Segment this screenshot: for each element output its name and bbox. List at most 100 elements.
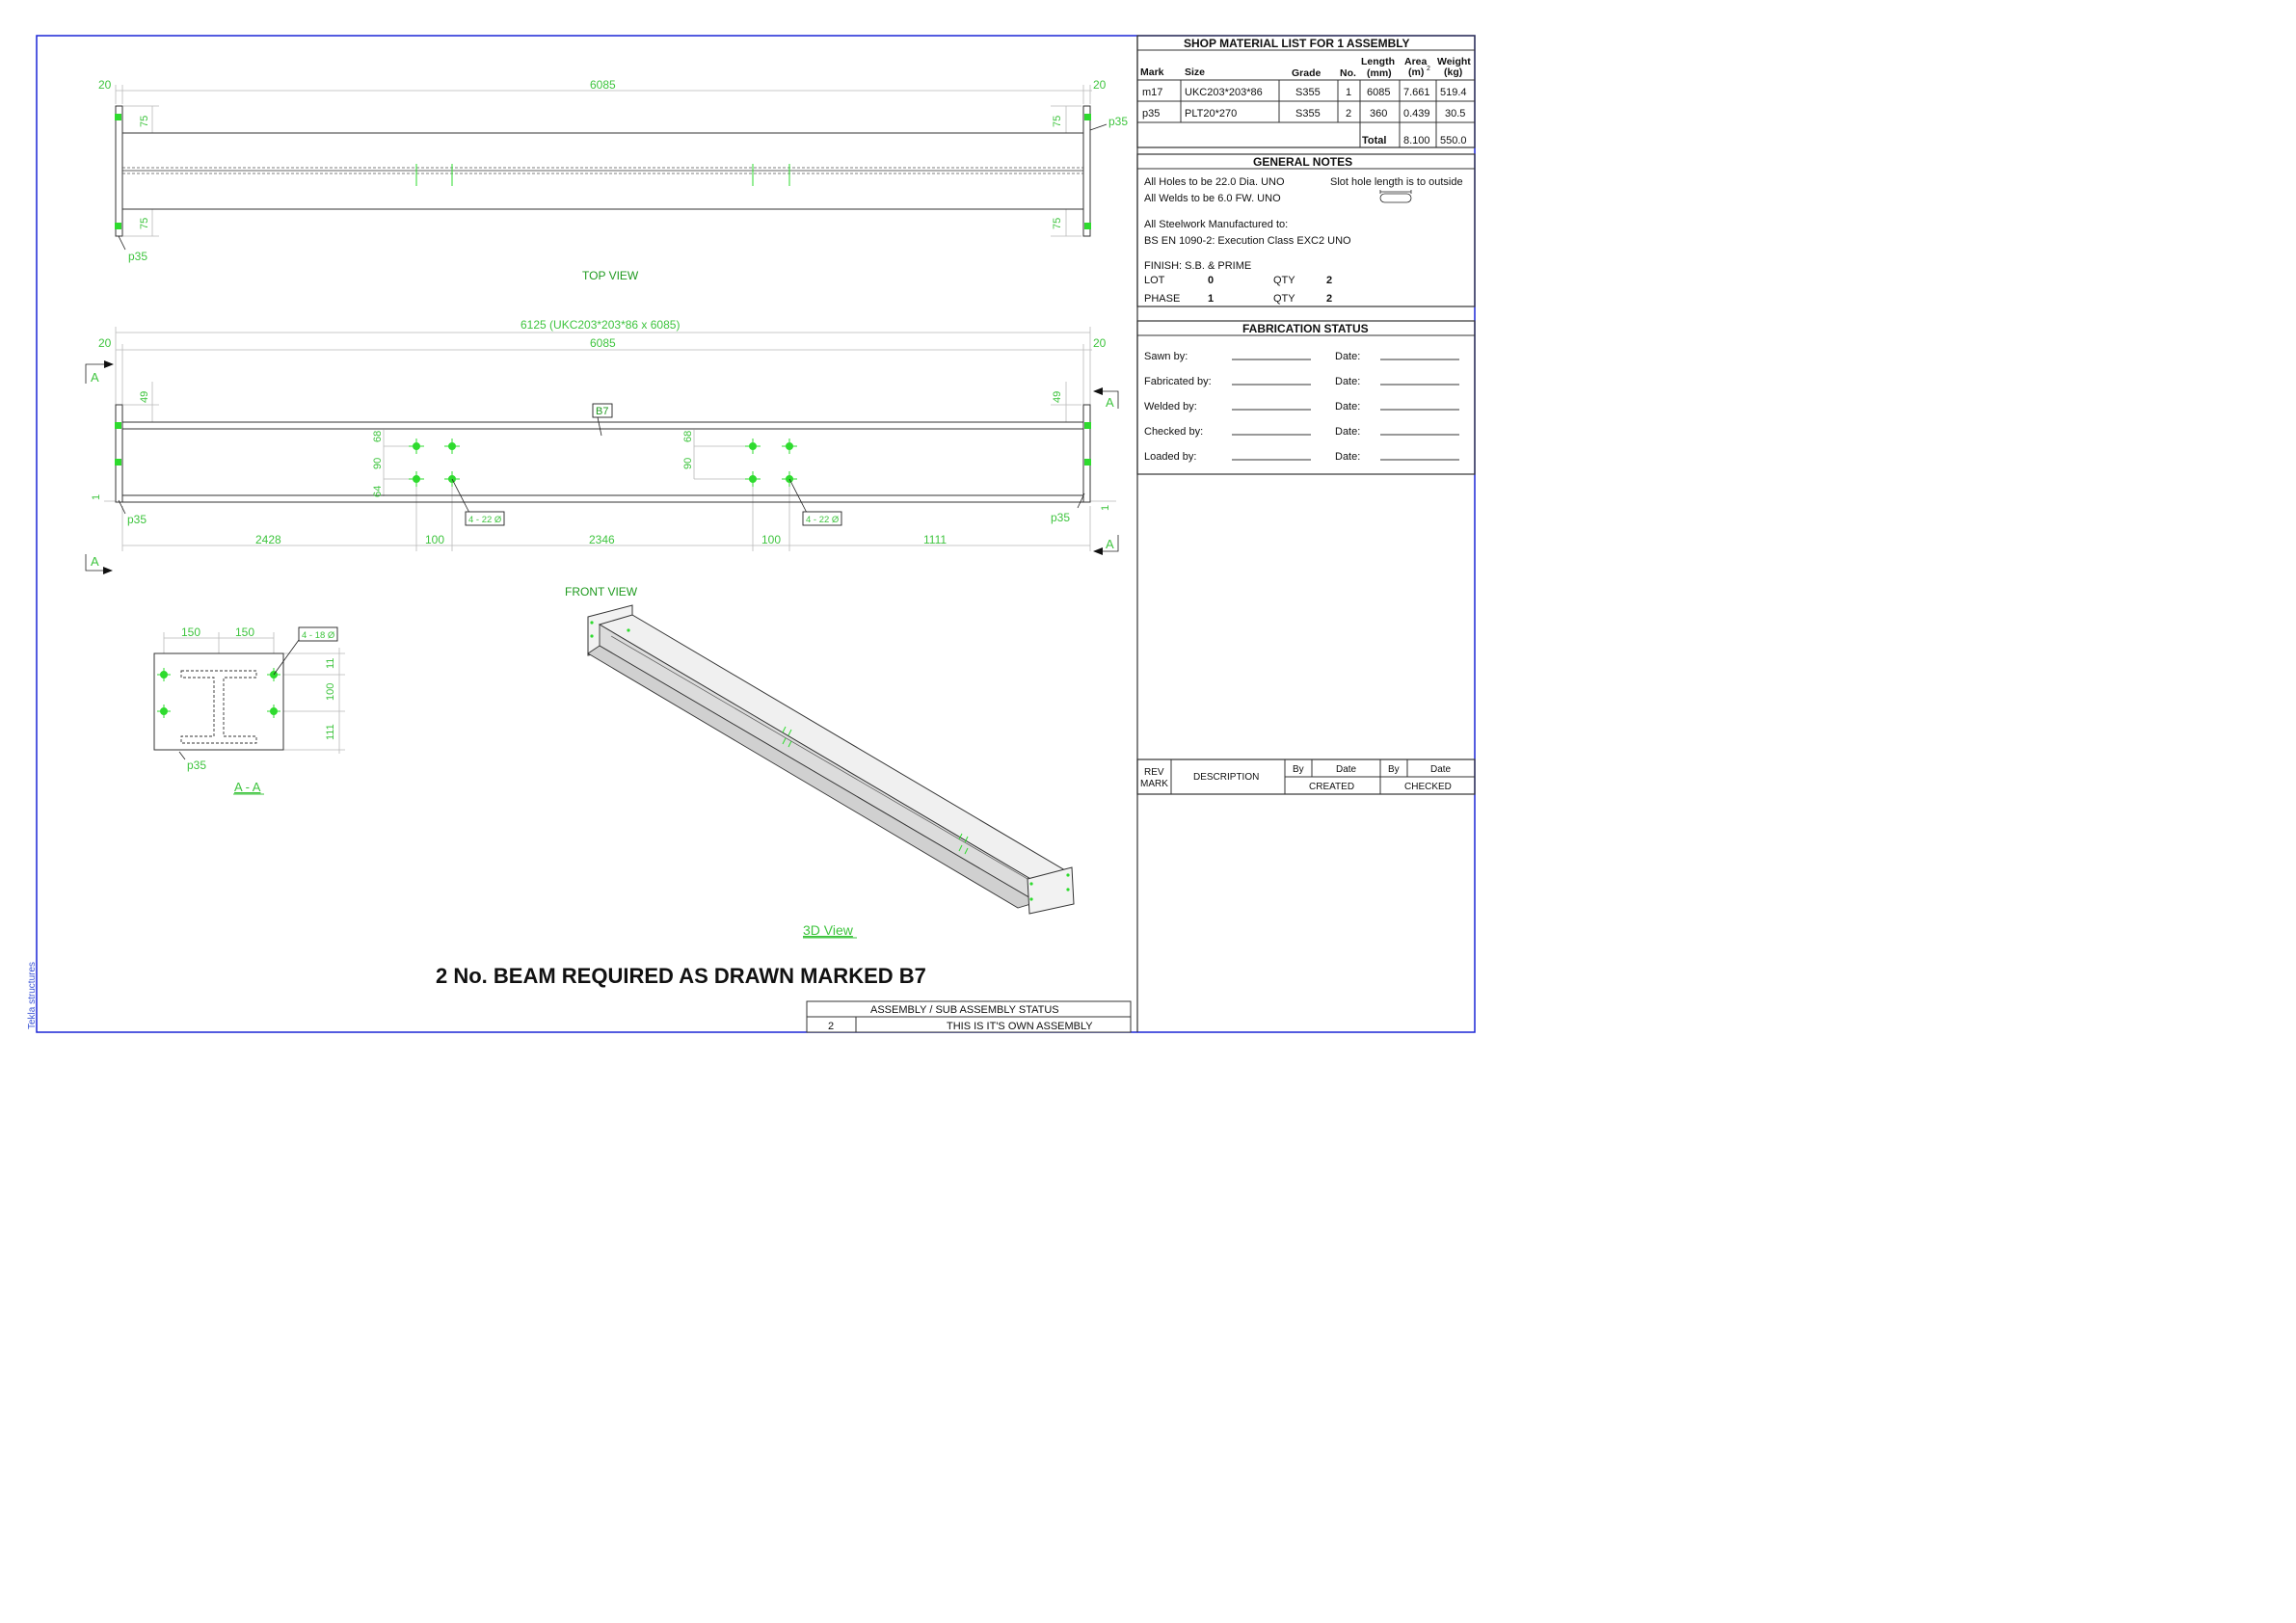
rev-mark-1: REV bbox=[1144, 767, 1164, 778]
qty2-label: QTY bbox=[1273, 293, 1295, 305]
section-letter: A bbox=[1106, 537, 1114, 551]
lot-label: LOT bbox=[1144, 275, 1165, 286]
phase-value: 1 bbox=[1208, 293, 1214, 305]
rev-by-1: By bbox=[1293, 764, 1304, 775]
assembly-status-header: ASSEMBLY / SUB ASSEMBLY STATUS bbox=[870, 1004, 1059, 1016]
col-weight: Weight bbox=[1437, 56, 1471, 67]
row-area: 7.661 bbox=[1403, 87, 1430, 98]
aa-dim-150-b: 150 bbox=[235, 625, 254, 639]
qty-value: 2 bbox=[1326, 275, 1332, 286]
row-grade: S355 bbox=[1295, 87, 1321, 98]
total-area: 8.100 bbox=[1403, 135, 1430, 146]
front-bottom-dim: 1111 bbox=[923, 533, 947, 546]
aa-holes-tag: 4 - 18 Ø bbox=[302, 630, 335, 641]
section-letter: A bbox=[91, 370, 99, 385]
holes-tag-1: 4 - 22 Ø bbox=[468, 515, 502, 525]
total-weight: 550.0 bbox=[1440, 135, 1467, 146]
row-mark: m17 bbox=[1142, 87, 1162, 98]
col-length-unit: (mm) bbox=[1367, 67, 1392, 79]
3d-markers bbox=[590, 621, 1070, 901]
front-bottom-dim: 2346 bbox=[589, 533, 615, 546]
row-length: 6085 bbox=[1367, 87, 1390, 98]
qty-label: QTY bbox=[1273, 275, 1295, 286]
top-dim-left: 20 bbox=[98, 78, 112, 92]
note-holes: All Holes to be 22.0 Dia. UNO bbox=[1144, 176, 1285, 188]
view-3d-title: 3D View bbox=[803, 922, 854, 938]
top-view: 20 6085 20 75 75 75 75 p35 p35 bbox=[98, 78, 1128, 282]
front-view-title: FRONT VIEW bbox=[565, 585, 638, 599]
front-view: 6125 (UKC203*203*86 x 6085) 20 6085 20 A… bbox=[85, 318, 1119, 599]
note-manufactured: All Steelwork Manufactured to: bbox=[1144, 219, 1288, 230]
top-dim-right: 20 bbox=[1093, 78, 1107, 92]
front-view-dimensions bbox=[104, 327, 1116, 551]
main-caption: 2 No. BEAM REQUIRED AS DRAWN MARKED B7 bbox=[436, 964, 926, 988]
row-weight: 30.5 bbox=[1445, 108, 1465, 120]
fabrication-status-title: FABRICATION STATUS bbox=[1242, 322, 1369, 335]
top-hole-ticks bbox=[415, 164, 790, 186]
slot-hole-icon bbox=[1379, 190, 1412, 203]
lot-value: 0 bbox=[1208, 275, 1214, 286]
qty2-value: 2 bbox=[1326, 293, 1332, 305]
rev-mark-2: MARK bbox=[1140, 779, 1168, 789]
section-marker-bottom-left: A bbox=[85, 554, 113, 574]
front-plate-label-left: p35 bbox=[127, 513, 147, 526]
front-beam bbox=[121, 421, 1084, 503]
row-area: 0.439 bbox=[1403, 108, 1430, 120]
section-marker-bottom-right: A bbox=[1093, 535, 1119, 555]
material-list: SHOP MATERIAL LIST FOR 1 ASSEMBLY Mark S… bbox=[1136, 35, 1476, 148]
front-dim-1-left: 1 bbox=[91, 494, 102, 500]
material-list-title: SHOP MATERIAL LIST FOR 1 ASSEMBLY bbox=[1184, 37, 1409, 50]
section-letter: A bbox=[1106, 395, 1114, 410]
front-dim-49-left: 49 bbox=[139, 391, 150, 403]
front-bottom-dim: 100 bbox=[761, 533, 781, 546]
note-slot: Slot hole length is to outside bbox=[1330, 176, 1463, 188]
rev-date-2: Date bbox=[1430, 764, 1452, 775]
front-dim-68-a: 68 bbox=[372, 431, 384, 442]
rev-checked: CHECKED bbox=[1404, 782, 1452, 792]
assembly-status-text: THIS IS IT'S OWN ASSEMBLY bbox=[947, 1021, 1093, 1032]
aa-title: A - A bbox=[234, 780, 261, 794]
fab-date-label: Date: bbox=[1335, 401, 1360, 412]
row-mark: p35 bbox=[1142, 108, 1160, 120]
general-notes: GENERAL NOTES All Holes to be 22.0 Dia. … bbox=[1136, 153, 1476, 307]
fab-date-label: Date: bbox=[1335, 351, 1360, 362]
fab-date-label: Date: bbox=[1335, 451, 1360, 463]
front-dim-right: 20 bbox=[1093, 336, 1107, 350]
assembly-mark: B7 bbox=[596, 406, 608, 417]
row-no: 1 bbox=[1346, 87, 1351, 98]
front-dim-68-b: 68 bbox=[682, 431, 694, 442]
top-flange-dim-lb: 75 bbox=[139, 218, 150, 229]
note-standard: BS EN 1090-2: Execution Class EXC2 UNO bbox=[1144, 235, 1351, 247]
3d-hole-marks bbox=[782, 726, 969, 855]
front-dim-64-a: 64 bbox=[372, 486, 384, 497]
drawing-sheet: Tekla structures 20 6085 20 75 75 7 bbox=[27, 35, 1476, 1033]
front-dim-overall: 6125 (UKC203*203*86 x 6085) bbox=[521, 318, 680, 332]
sheet-border bbox=[36, 35, 1476, 1033]
aa-end-plate bbox=[153, 652, 284, 751]
rev-by-2: By bbox=[1388, 764, 1400, 775]
top-end-plate-right bbox=[1082, 105, 1091, 237]
holes-tag-box-1 bbox=[465, 511, 505, 526]
fab-date-label: Date: bbox=[1335, 426, 1360, 438]
aa-dim-111: 111 bbox=[325, 724, 336, 740]
holes-tag-2: 4 - 22 Ø bbox=[806, 515, 840, 525]
front-plate-label-right: p35 bbox=[1051, 511, 1070, 524]
row-size: UKC203*203*86 bbox=[1185, 87, 1263, 98]
3d-top-flange bbox=[598, 614, 1072, 884]
3d-bottom-flange bbox=[587, 645, 1039, 909]
row-size: PLT20*270 bbox=[1185, 108, 1237, 120]
holes-tag-box-2 bbox=[802, 511, 842, 526]
fab-row-label: Fabricated by: bbox=[1144, 376, 1212, 387]
section-marker-top-right: A bbox=[1093, 387, 1119, 410]
aa-dim-11: 11 bbox=[325, 658, 336, 669]
aa-dim-150-a: 150 bbox=[181, 625, 200, 639]
rev-created: CREATED bbox=[1309, 782, 1354, 792]
top-flange-dim-rb: 75 bbox=[1052, 218, 1063, 229]
aa-holes-tag-box bbox=[298, 626, 338, 642]
aa-dim-100: 100 bbox=[325, 683, 336, 701]
note-welds: All Welds to be 6.0 FW. UNO bbox=[1144, 193, 1281, 204]
front-bottom-dim: 2428 bbox=[255, 533, 281, 546]
front-dim-main: 6085 bbox=[590, 336, 616, 350]
front-weld-markers bbox=[115, 422, 1091, 466]
front-dim-90-b: 90 bbox=[682, 458, 694, 469]
